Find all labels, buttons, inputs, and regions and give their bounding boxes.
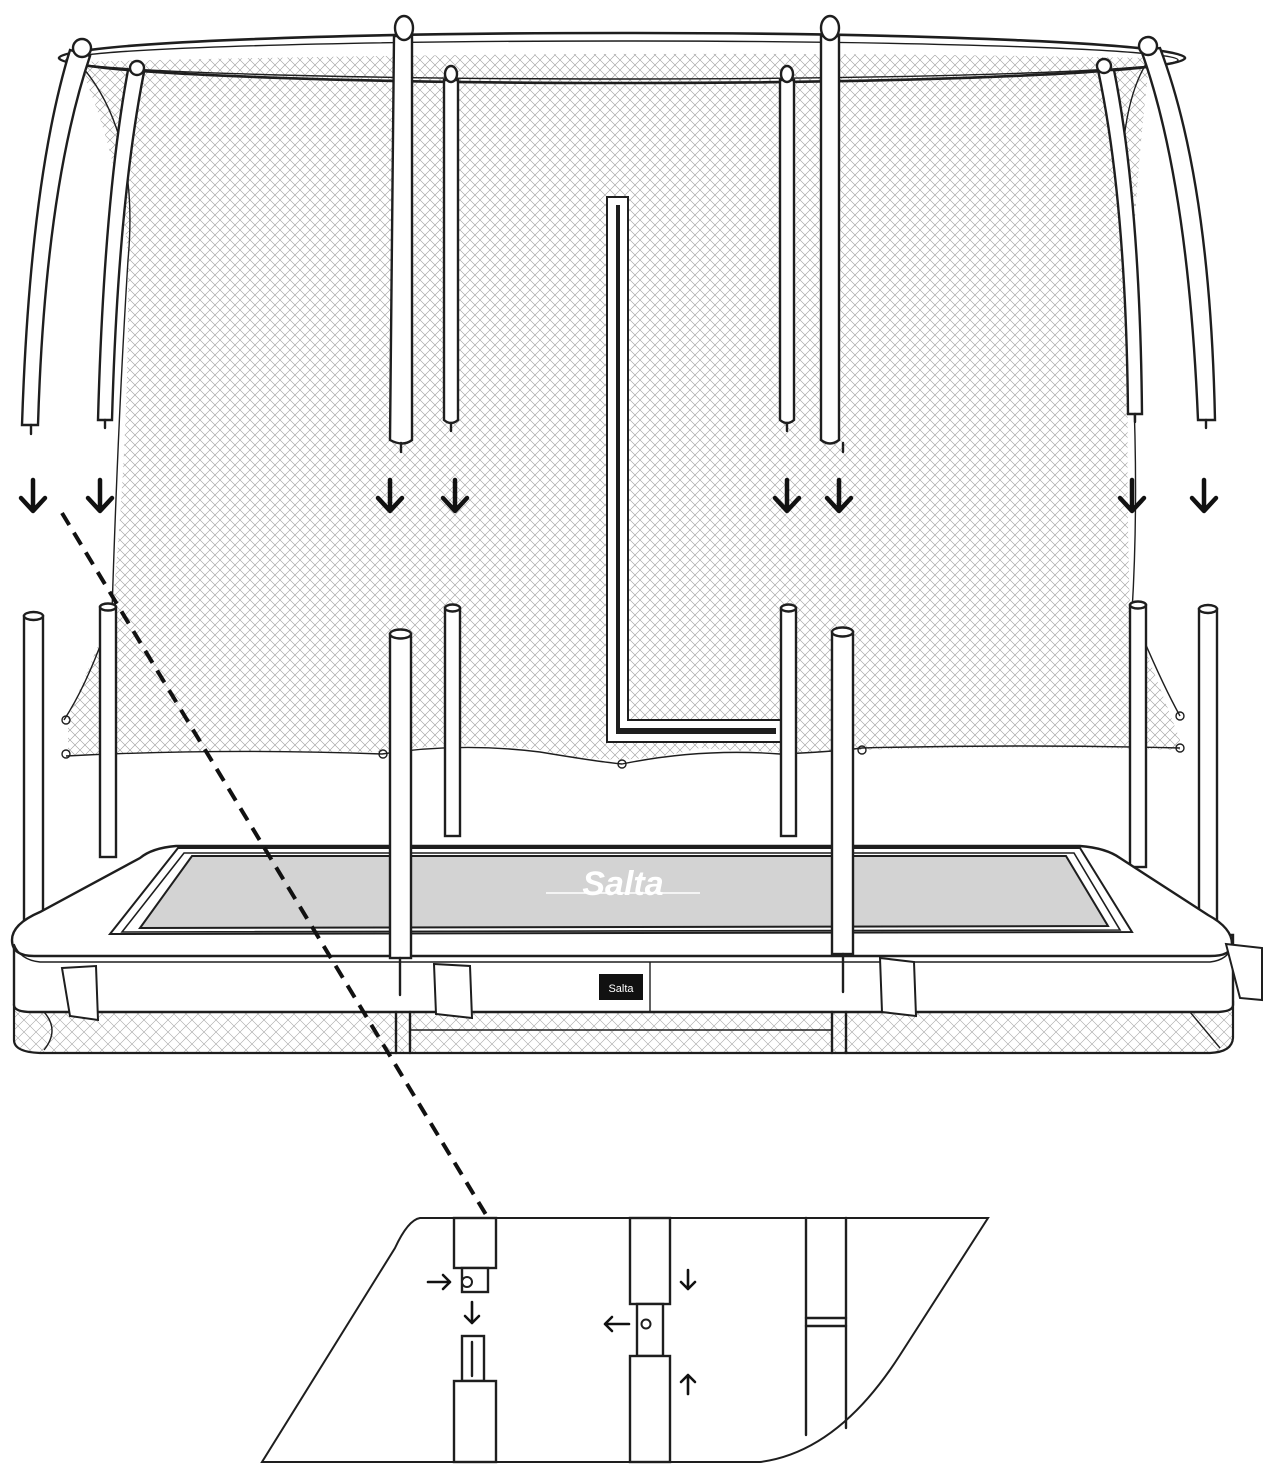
- frame-brand-tag: [599, 974, 643, 1000]
- down-arrow-icon: [1117, 477, 1147, 514]
- down-arrow-icon: [679, 1268, 697, 1291]
- mat-logo: Salta: [582, 865, 663, 903]
- lower-poles-back: [22, 600, 1219, 927]
- push-pin-detail-middle: [603, 1216, 697, 1464]
- down-arrow-icon: [440, 477, 470, 514]
- down-arrow-icon: [772, 477, 802, 514]
- trampoline-frame: Salta Salta: [10, 844, 1263, 1055]
- up-arrow-icon: [679, 1373, 697, 1396]
- jumping-mat: [138, 855, 1110, 930]
- left-arrow-icon: [603, 1315, 631, 1333]
- down-arrow-icon: [824, 477, 854, 514]
- down-arrow-icon: [18, 477, 48, 514]
- assembled-pole-detail: [804, 1216, 848, 1437]
- down-arrow-icon: [375, 477, 405, 514]
- down-arrow-icon: [463, 1300, 481, 1325]
- lower-poles-front: [388, 626, 855, 997]
- push-pin-detail-left: [426, 1216, 498, 1464]
- right-arrow-icon: [426, 1273, 452, 1291]
- frame-tag-label: Salta: [608, 983, 634, 995]
- down-arrow-icon: [1189, 477, 1219, 514]
- down-arrows: [18, 477, 1219, 514]
- down-arrow-icon: [85, 477, 115, 514]
- upper-poles: [20, 14, 1217, 454]
- detail-inset: [260, 1216, 990, 1464]
